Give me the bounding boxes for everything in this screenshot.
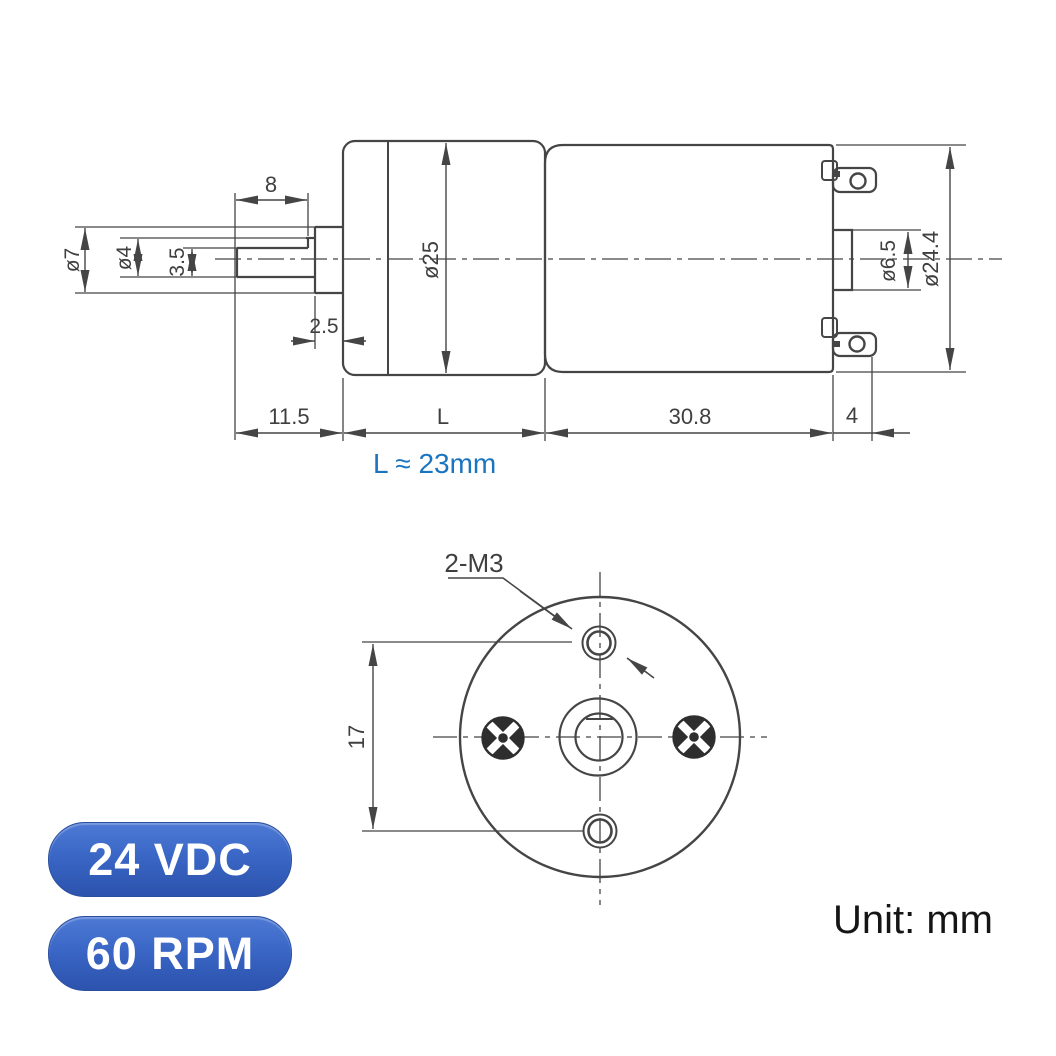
front-dimension-lines: [362, 641, 584, 832]
dim-shaft-protrusion: 11.5: [268, 404, 309, 429]
gearbox-length-note: L ≈ 23mm: [373, 448, 497, 479]
dim-motor-dia: ø24.4: [918, 231, 943, 287]
mounting-hole-top: [581, 625, 617, 661]
output-shaft-outline: [235, 225, 342, 295]
dim-motor-length: 30.8: [669, 404, 712, 429]
side-view: 8 ø7 ø4 3.5 2.5 ø25 ø6.5 ø24.4 11.5 L 30…: [61, 139, 1002, 441]
dim-shaft-dia: ø4: [113, 245, 136, 270]
screw-right: [672, 715, 716, 759]
unit-label: Unit: mm: [833, 898, 993, 942]
side-dimension-lines: [80, 143, 955, 438]
voltage-badge-label: 24 VDC: [88, 833, 252, 885]
gearbox-outline: [341, 139, 547, 377]
rear-boss-outline: [833, 228, 854, 292]
dim-collar-width: 2.5: [309, 315, 338, 338]
dim-collar-dia: ø7: [61, 248, 84, 273]
dim-boss-length: 4: [846, 403, 858, 428]
side-extension-lines: [75, 144, 966, 441]
m3-leader: [448, 577, 655, 679]
label-mounting-holes: 2-M3: [444, 548, 503, 578]
screw-left: [481, 716, 525, 760]
terminal-top: [821, 160, 878, 194]
dim-hole-spacing: 17: [344, 725, 369, 749]
motor-outline: [543, 143, 835, 374]
voltage-badge: 24 VDC: [48, 822, 292, 897]
dim-boss-dia: ø6.5: [877, 240, 900, 282]
center-boss: [558, 697, 638, 777]
terminal-bottom: [821, 317, 878, 358]
dim-flat-length: 8: [265, 172, 277, 197]
dim-gearbox-dia: ø25: [418, 241, 443, 279]
speed-badge: 60 RPM: [48, 916, 292, 991]
front-view: 2-M3 17: [344, 548, 767, 905]
speed-badge-label: 60 RPM: [85, 927, 255, 979]
dim-gearbox-length: L: [437, 404, 449, 429]
dim-shaft-flat: 3.5: [166, 247, 189, 276]
